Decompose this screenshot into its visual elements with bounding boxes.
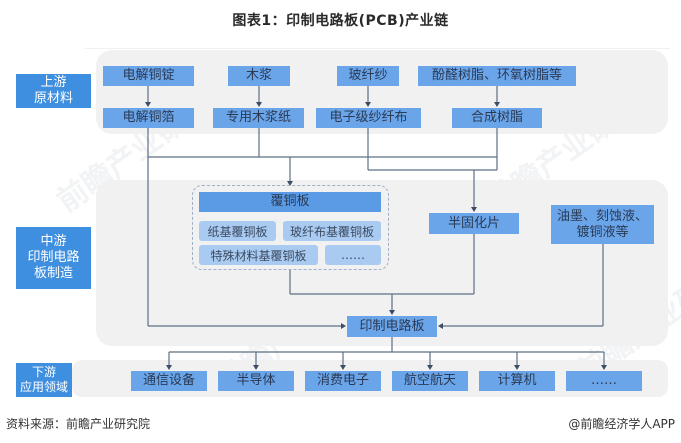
node-resin-raw: 酚醛树脂、环氧树脂等	[418, 66, 576, 86]
stage-downstream: 下游 应用领域	[16, 363, 72, 397]
node-chemicals: 油墨、刻蚀液、 镀铜液等	[551, 205, 654, 244]
node-synthetic-resin: 合成树脂	[452, 108, 542, 128]
stage-upstream: 上游 原材料	[16, 74, 91, 108]
credit-note: @前瞻经济学人APP	[568, 417, 675, 431]
stage-midstream-line2: 印制电路	[27, 250, 80, 265]
ccl-type-special: 特殊材料基覆铜板	[199, 245, 318, 265]
node-copper-ingot: 电解铜锭	[103, 66, 194, 86]
stage-midstream-line1: 中游	[40, 234, 67, 249]
node-prepreg: 半固化片	[429, 213, 519, 234]
stage-upstream-line2: 原材料	[33, 91, 73, 106]
ccl-type-glass-cloth: 玻纤布基覆铜板	[283, 221, 381, 241]
ccl-type-paper: 纸基覆铜板	[199, 221, 276, 241]
chemicals-line1: 油墨、刻蚀液、	[556, 208, 648, 224]
node-wood-pulp: 木浆	[228, 66, 290, 86]
stage-upstream-line1: 上游	[40, 75, 67, 90]
title-divider	[85, 48, 670, 49]
node-pcb: 印制电路板	[347, 316, 437, 337]
node-glass-yarn: 玻纤纱	[337, 66, 399, 86]
node-app-semiconductor: 半导体	[218, 371, 294, 391]
stage-midstream: 中游 印制电路 板制造	[16, 227, 91, 289]
node-app-more: ……	[566, 371, 642, 391]
node-pulp-paper: 专用木浆纸	[213, 108, 304, 128]
node-app-consumer-electronics: 消费电子	[305, 371, 381, 391]
node-ccl: 覆铜板	[199, 192, 381, 212]
ccl-type-more: ……	[325, 245, 381, 265]
node-app-telecom: 通信设备	[131, 371, 207, 391]
node-copper-foil: 电解铜箔	[103, 108, 194, 128]
node-app-computer: 计算机	[479, 371, 555, 391]
node-app-aerospace: 航空航天	[392, 371, 468, 391]
ccl-group	[192, 185, 389, 270]
source-note: 资料来源：前瞻产业研究院	[6, 417, 151, 431]
stage-downstream-line1: 下游	[31, 365, 56, 379]
stage-downstream-line2: 应用领域	[19, 380, 68, 394]
node-glass-cloth: 电子级纱纤布	[316, 108, 421, 128]
stage-midstream-line3: 板制造	[33, 266, 73, 281]
chemicals-line2: 镀铜液等	[576, 224, 629, 240]
chart-title: 图表1：印制电路板(PCB)产业链	[232, 13, 449, 29]
